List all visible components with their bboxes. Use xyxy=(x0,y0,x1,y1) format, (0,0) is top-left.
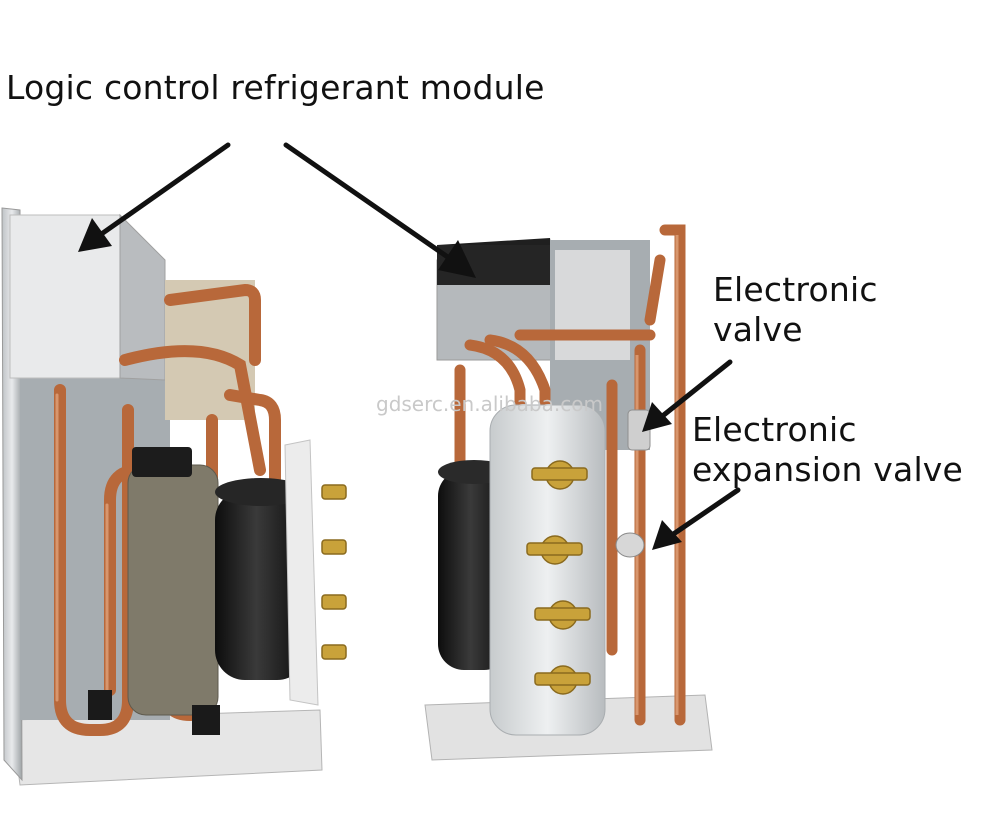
label-eev-line1: Electronic xyxy=(692,410,857,449)
watermark-text: gdserc.en.alibaba.com xyxy=(376,392,603,416)
left-outdoor-unit xyxy=(1,207,347,786)
label-eev-line2: expansion valve xyxy=(692,450,964,489)
label-logic-control-module: Logic control refrigerant module xyxy=(6,68,545,107)
label-electronic-valve-line1: Electronic xyxy=(713,270,878,309)
annotation-arrows xyxy=(78,142,741,550)
label-electronic-valve: Electronic valve xyxy=(713,270,913,350)
right-outdoor-unit xyxy=(424,224,713,761)
label-electronic-expansion-valve: Electronic expansion valve xyxy=(692,410,992,490)
label-electronic-valve-line2: valve xyxy=(713,310,803,349)
